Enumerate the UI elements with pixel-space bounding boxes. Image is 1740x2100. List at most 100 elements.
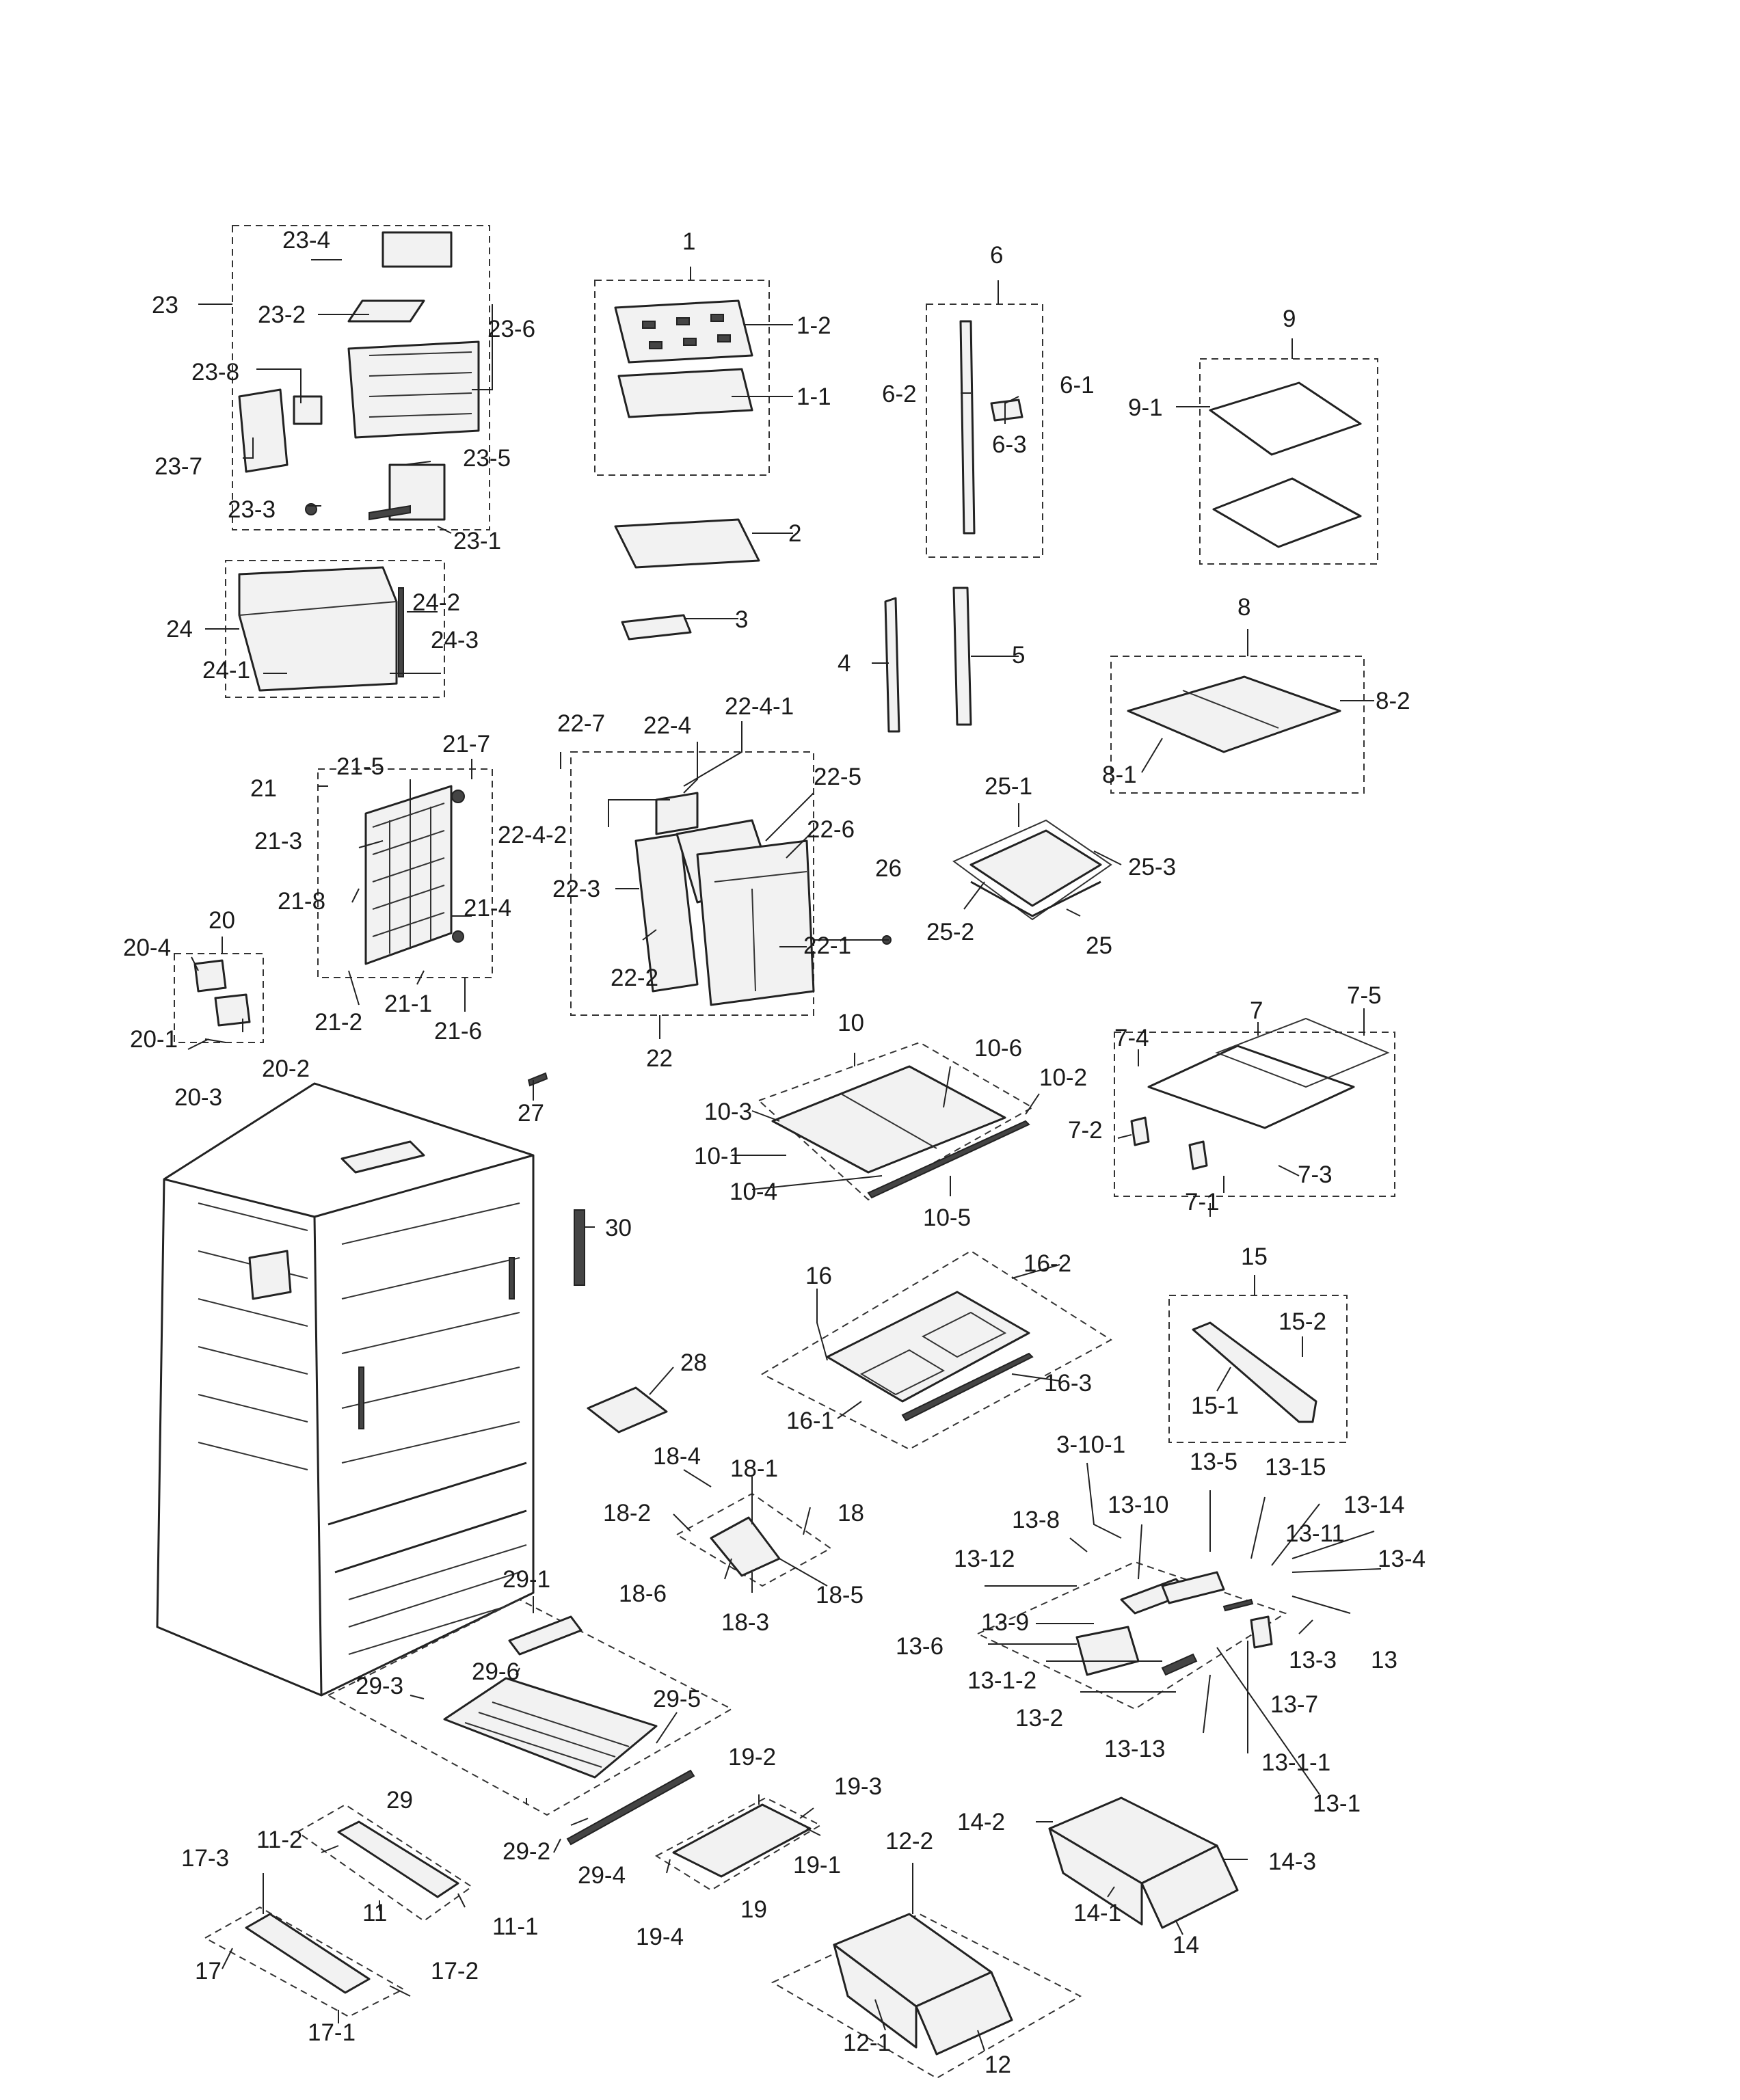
label-21: 21 — [250, 775, 277, 802]
label-29: 29 — [386, 1787, 413, 1814]
label-22-1: 22-1 — [803, 932, 851, 959]
label-21-2: 21-2 — [314, 1009, 362, 1036]
refrigerator-cabinet — [156, 1082, 535, 1697]
group-29-drawer — [326, 1598, 734, 1846]
label-10-1: 10-1 — [694, 1143, 742, 1170]
label-24-3: 24-3 — [431, 627, 479, 654]
label-18: 18 — [838, 1500, 864, 1526]
label-22-4-1: 22-4-1 — [725, 693, 794, 720]
group-12-drawer — [771, 1913, 1082, 2079]
label-13: 13 — [1371, 1647, 1397, 1673]
label-8-2: 8-2 — [1376, 688, 1410, 714]
label-23-3: 23-3 — [228, 496, 276, 523]
label-13-15: 13-15 — [1265, 1454, 1326, 1481]
label-13-11: 13-11 — [1285, 1520, 1345, 1547]
label-13-7: 13-7 — [1270, 1691, 1318, 1718]
label-20-2: 20-2 — [262, 1055, 310, 1082]
label-18-3: 18-3 — [721, 1609, 769, 1636]
label-13-6: 13-6 — [896, 1633, 943, 1660]
label-22-2: 22-2 — [611, 965, 658, 991]
label-29-2: 29-2 — [503, 1838, 550, 1865]
part-labels: 23 23-4 23-2 23-6 23-8 23-7 23-5 23-3 23… — [123, 227, 1426, 2078]
label-15-1: 15-1 — [1191, 1392, 1239, 1419]
label-7-3: 7-3 — [1298, 1161, 1333, 1188]
label-17-2: 17-2 — [431, 1958, 479, 1984]
label-18-5: 18-5 — [816, 1582, 864, 1608]
label-20: 20 — [209, 907, 235, 934]
group-16-tray — [760, 1250, 1112, 1451]
label-25-3: 25-3 — [1128, 854, 1176, 880]
label-25-2: 25-2 — [926, 919, 974, 945]
label-10-4: 10-4 — [730, 1179, 777, 1205]
label-7-5: 7-5 — [1347, 982, 1382, 1009]
label-10-5: 10-5 — [923, 1204, 971, 1231]
label-12-1: 12-1 — [843, 2030, 891, 2056]
label-17: 17 — [195, 1958, 222, 1984]
group-24-ice-bucket — [225, 560, 445, 698]
label-6: 6 — [990, 242, 1003, 269]
label-21-8: 21-8 — [278, 888, 325, 915]
group-6-rail — [884, 304, 1043, 733]
label-26: 26 — [875, 855, 902, 882]
label-21-5: 21-5 — [336, 753, 384, 780]
group-20-damper — [174, 953, 264, 1043]
leader-lines — [187, 259, 1382, 2051]
label-29-3: 29-3 — [356, 1673, 403, 1699]
label-10-6: 10-6 — [974, 1035, 1022, 1062]
label-6-3: 6-3 — [992, 431, 1027, 458]
label-2: 2 — [788, 520, 801, 547]
group-18-bracket — [675, 1492, 832, 1587]
label-14-2: 14-2 — [957, 1809, 1005, 1835]
label-6-2: 6-2 — [882, 381, 917, 407]
label-16: 16 — [805, 1263, 832, 1289]
label-13-12: 13-12 — [954, 1546, 1015, 1572]
label-18-6: 18-6 — [619, 1580, 667, 1607]
label-23-7: 23-7 — [155, 453, 202, 480]
label-19-1: 19-1 — [793, 1852, 841, 1879]
label-13-5: 13-5 — [1190, 1449, 1237, 1475]
label-16-1: 16-1 — [786, 1408, 834, 1434]
label-21-1: 21-1 — [384, 991, 432, 1017]
group-17-bracket — [203, 1906, 405, 2018]
label-10-3: 10-3 — [704, 1099, 752, 1125]
label-12: 12 — [985, 2051, 1011, 2078]
label-9: 9 — [1283, 306, 1296, 332]
label-5: 5 — [1012, 642, 1025, 669]
group-11-bracket — [296, 1803, 473, 1922]
label-11-1: 11-1 — [492, 1913, 538, 1940]
label-13-10: 13-10 — [1108, 1492, 1169, 1518]
label-23-5: 23-5 — [463, 445, 511, 472]
label-20-1: 20-1 — [130, 1026, 178, 1053]
label-7-4: 7-4 — [1114, 1025, 1149, 1051]
label-23-6: 23-6 — [487, 316, 535, 342]
label-17-3: 17-3 — [181, 1845, 229, 1872]
label-1-2: 1-2 — [797, 312, 831, 339]
label-10: 10 — [838, 1010, 864, 1036]
label-19-3: 19-3 — [834, 1773, 882, 1800]
label-8: 8 — [1237, 594, 1250, 621]
label-14-3: 14-3 — [1268, 1848, 1316, 1875]
label-19-2: 19-2 — [728, 1744, 776, 1771]
label-14-1: 14-1 — [1073, 1900, 1121, 1926]
label-15: 15 — [1241, 1243, 1268, 1270]
label-8-1: 8-1 — [1102, 762, 1137, 788]
group-9-shelf — [1199, 358, 1378, 565]
group-15-rail — [1168, 1295, 1348, 1443]
label-13-1: 13-1 — [1313, 1790, 1361, 1817]
label-27: 27 — [518, 1100, 544, 1127]
label-22-5: 22-5 — [814, 764, 861, 790]
label-21-7: 21-7 — [442, 731, 490, 757]
group-21-evaporator — [317, 768, 493, 978]
label-18-4: 18-4 — [653, 1443, 701, 1470]
label-24-2: 24-2 — [412, 589, 460, 616]
label-25-1: 25-1 — [985, 773, 1032, 800]
label-7: 7 — [1250, 997, 1263, 1024]
label-29-6: 29-6 — [472, 1658, 520, 1685]
label-15-2: 15-2 — [1279, 1308, 1326, 1335]
label-1-1: 1-1 — [797, 383, 831, 410]
label-1: 1 — [682, 228, 695, 255]
label-16-2: 16-2 — [1023, 1250, 1071, 1277]
label-21-6: 21-6 — [434, 1018, 482, 1045]
label-25: 25 — [1086, 932, 1112, 959]
label-18-1: 18-1 — [730, 1455, 778, 1482]
